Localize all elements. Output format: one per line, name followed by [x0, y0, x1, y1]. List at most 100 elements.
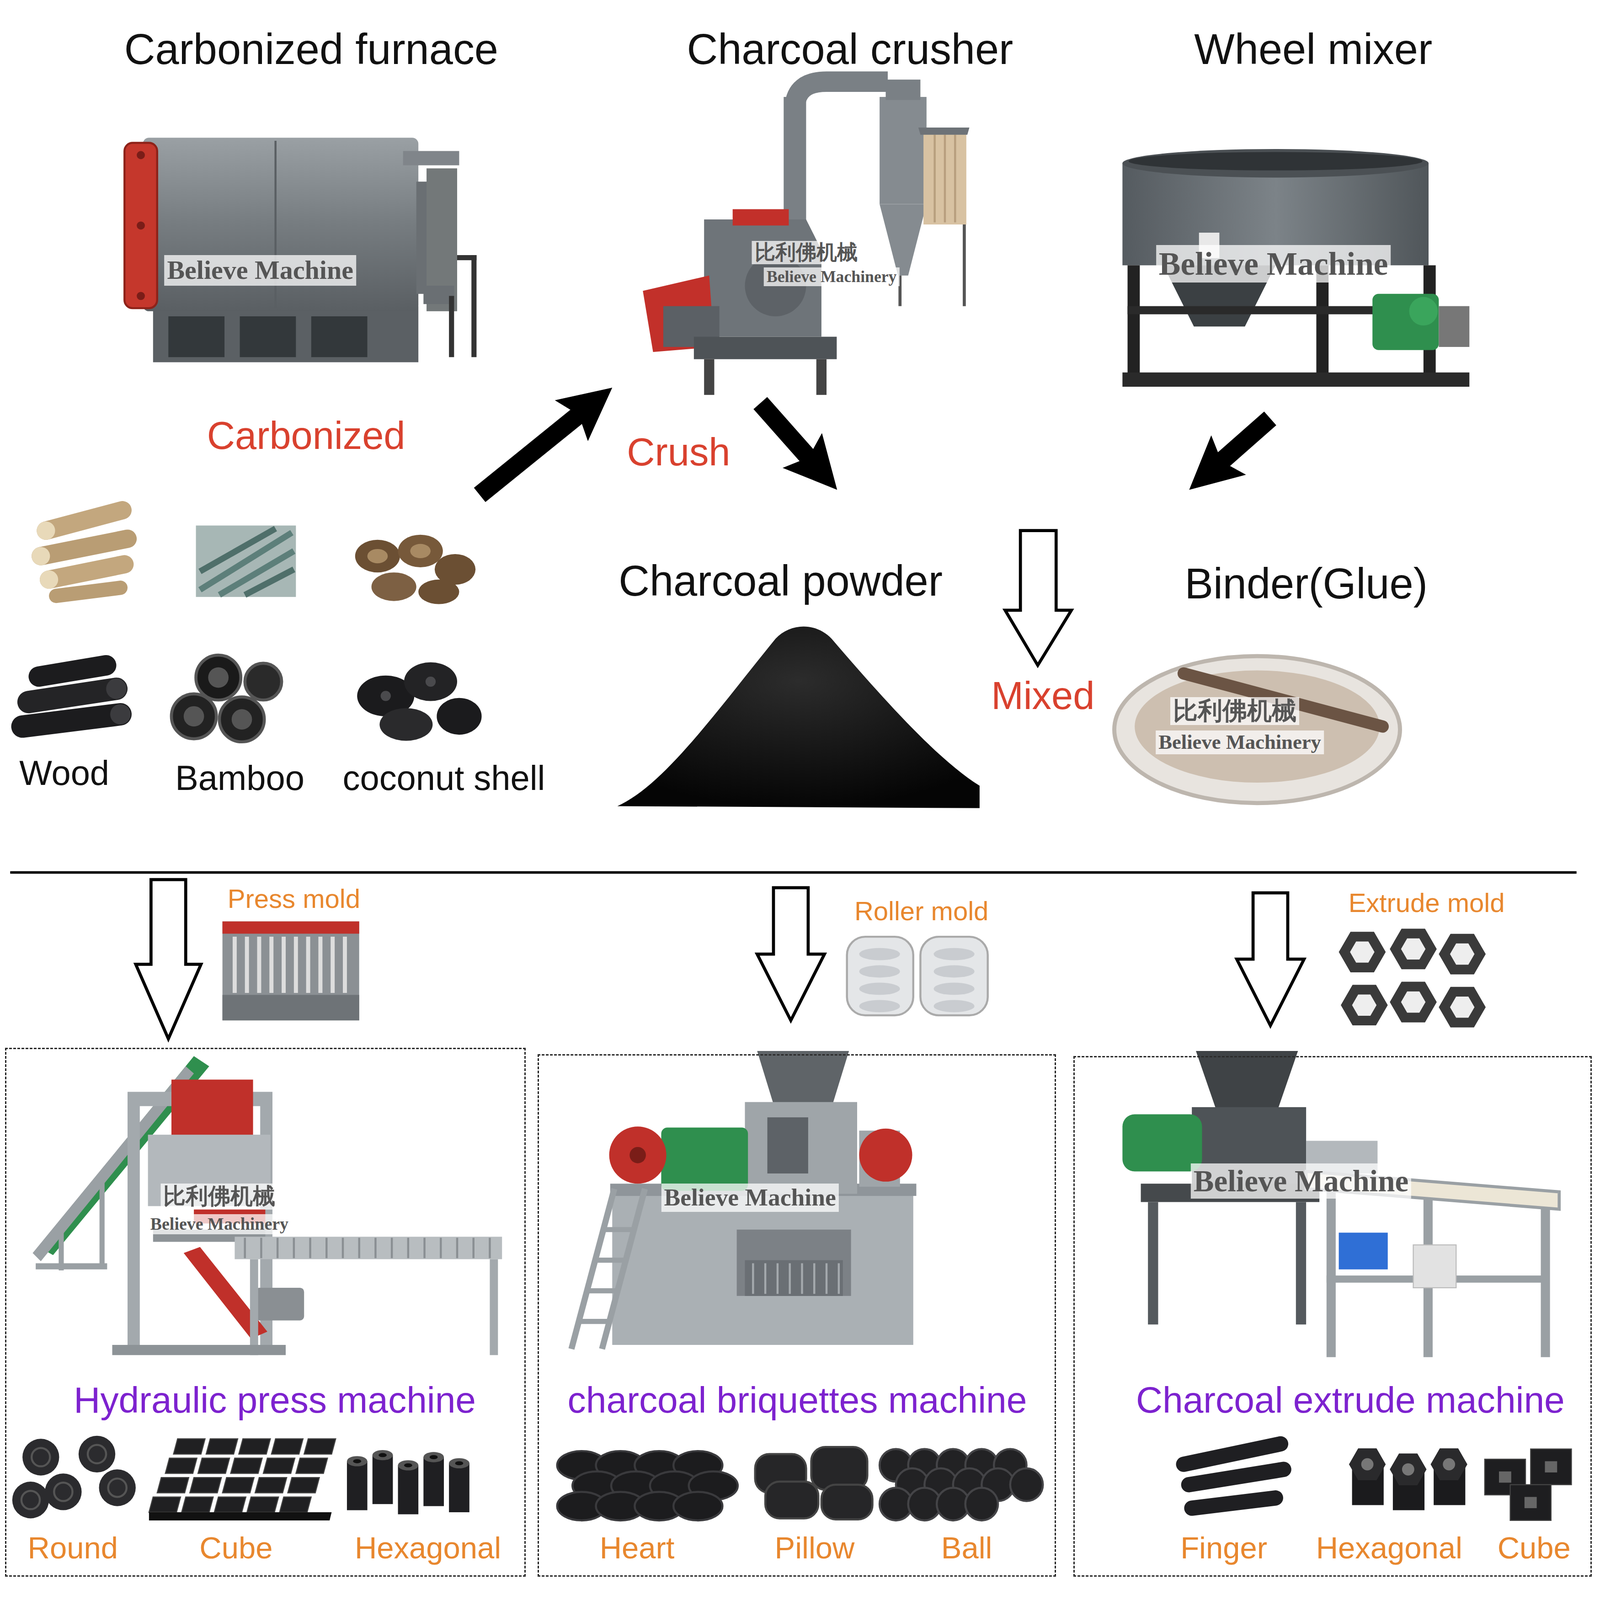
wheel-mixer-part	[1438, 306, 1470, 347]
pillow-briquette	[811, 1446, 868, 1490]
hex-briquette	[346, 1456, 368, 1467]
briquette-machine-part	[578, 1318, 610, 1324]
wood-logs-part	[45, 510, 123, 531]
briquette-machine-part	[602, 1188, 646, 1349]
cube-briquette	[206, 1438, 238, 1454]
bamboo-charcoal-part	[245, 663, 282, 700]
mold-hexagon	[1349, 941, 1375, 963]
hex-briquette	[455, 1461, 464, 1466]
outlet-grill	[764, 1263, 767, 1294]
hydraulic-press-machine-part	[127, 1097, 140, 1353]
finger-briquette	[1191, 1498, 1276, 1509]
bamboo-charcoal	[171, 655, 282, 742]
roller-mold	[847, 936, 988, 1016]
mold-pocket	[858, 1000, 900, 1013]
coconut-shells-part	[418, 579, 459, 605]
charcoal-powder-pile	[617, 626, 980, 809]
machine-name: Charcoal extrude machine	[1136, 1378, 1565, 1421]
carbonization-furnace-part	[153, 306, 419, 363]
binder-bowl	[1114, 656, 1401, 803]
briquette-machine-part	[767, 1117, 809, 1174]
equipment-heading: Wheel mixer	[1194, 24, 1433, 75]
process-down-arrows-part	[757, 887, 825, 1021]
mix-arrow-part	[1005, 530, 1072, 666]
round-briquette	[53, 1482, 73, 1501]
charcoal-crusher-part	[879, 203, 927, 276]
conveyor-mesh	[243, 1237, 246, 1259]
press-mold-part	[222, 921, 360, 1021]
conveyor-mesh	[276, 1237, 279, 1259]
mold-hexagon	[1352, 994, 1377, 1016]
cube-briquette	[1544, 1461, 1558, 1473]
cube-briquette	[214, 1497, 246, 1513]
finger-briquette	[1183, 1443, 1281, 1465]
mold-hexagon	[1450, 996, 1475, 1018]
conveyor-mesh	[488, 1237, 491, 1259]
shape-name: Finger	[1180, 1530, 1268, 1566]
wood-charcoal-part	[28, 688, 117, 703]
carbonization-furnace-part	[240, 316, 297, 358]
charcoal-crusher-part	[954, 134, 956, 223]
cube-briquette	[295, 1458, 328, 1474]
wood-logs	[31, 510, 128, 597]
mold-pocket	[933, 1000, 975, 1013]
briquette-machine	[571, 1050, 917, 1350]
carbonization-furnace-part	[124, 143, 157, 309]
extruder-machine-part	[1195, 1050, 1298, 1110]
coconut-charcoal	[357, 662, 482, 742]
ball-briquette	[965, 1487, 998, 1520]
shape-name: Round	[27, 1530, 118, 1566]
hydraulic-press-machine	[32, 1056, 502, 1355]
hydraulic-press-machine-part	[234, 1236, 502, 1259]
mold-hexagon	[1438, 933, 1486, 975]
watermark: Believe Machine	[1156, 245, 1392, 283]
connector-group	[479, 387, 1270, 495]
mold-rod	[281, 936, 286, 993]
machine-name: Hydraulic press machine	[73, 1378, 476, 1421]
wheel-mixer-part	[1128, 152, 1423, 171]
hex-briquette	[1361, 1458, 1374, 1471]
carbonization-furnace-part	[403, 150, 460, 166]
mold-rod	[342, 936, 347, 993]
step-label: Mixed	[991, 673, 1095, 719]
round-briquette	[108, 1478, 127, 1497]
mold-hexagon	[1450, 943, 1475, 965]
cube-briquette	[255, 1477, 287, 1493]
process-down-arrows-part	[135, 879, 202, 1039]
hex-briquette	[378, 1453, 387, 1458]
machine-panel: Hydraulic press machineRoundCubeHexagona…	[5, 1047, 526, 1577]
cube-briquette	[197, 1458, 230, 1474]
mold-label: Extrude mold	[1348, 887, 1505, 919]
extruder-machine-part	[1326, 1188, 1336, 1357]
bamboo-poles	[196, 525, 297, 598]
cube-briquette	[157, 1477, 189, 1493]
mold-rod	[318, 936, 323, 993]
conveyor-mesh	[423, 1237, 426, 1259]
conveyor-mesh	[260, 1237, 262, 1259]
round-briquette	[21, 1490, 40, 1510]
charcoal-crusher-part	[693, 336, 838, 360]
cube-briquette	[149, 1497, 181, 1513]
flow-arrow	[760, 403, 838, 491]
coconut-charcoal-part	[436, 698, 482, 735]
briquette-machine-part	[858, 1128, 912, 1182]
mold-pocket	[858, 982, 900, 996]
watermark: Believe Machinery	[147, 1214, 292, 1235]
cube-briquette	[230, 1458, 262, 1474]
hydraulic-press-machine-part	[171, 1079, 254, 1136]
shape-name: Hexagonal	[354, 1530, 502, 1566]
mold-pocket	[858, 965, 900, 978]
extruder-machine-part	[1147, 1201, 1158, 1325]
round-briquette	[31, 1447, 50, 1467]
hex-briquette	[429, 1455, 438, 1460]
mold-pocket	[933, 948, 975, 961]
coconut-shells-part	[398, 534, 443, 568]
bamboo-charcoal-part	[231, 709, 253, 730]
cube-briquette	[181, 1497, 214, 1513]
coconut-charcoal-part	[404, 662, 458, 702]
material-figure: Charcoal powder	[602, 489, 970, 811]
hydraulic-press-machine-part	[489, 1258, 498, 1355]
shape-name: Ball	[941, 1530, 993, 1566]
